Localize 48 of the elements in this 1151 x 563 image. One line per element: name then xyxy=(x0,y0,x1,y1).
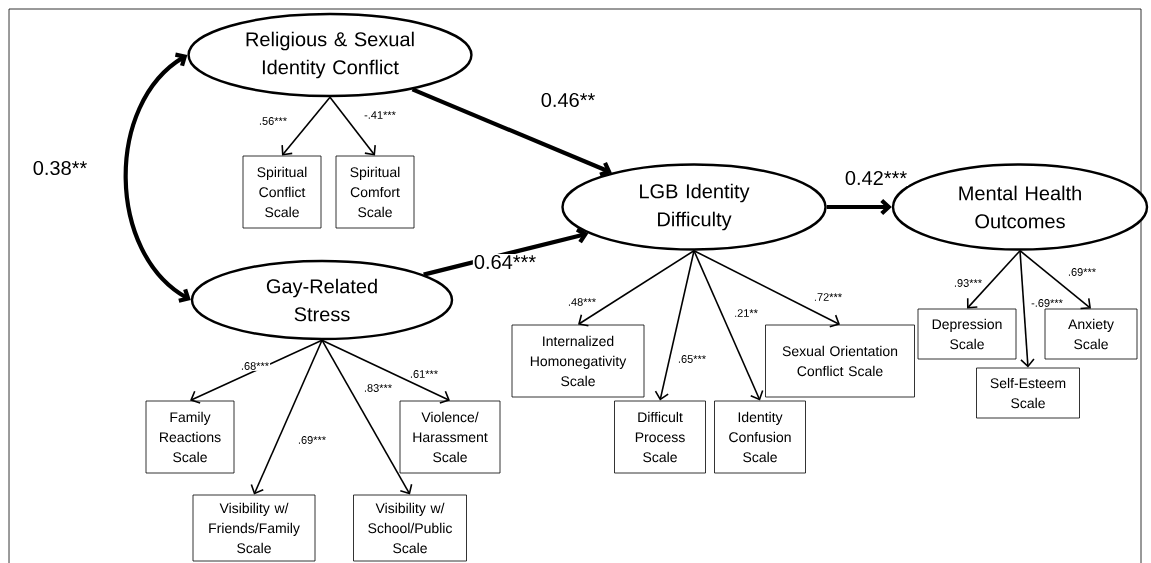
scale-box: Visibility w/ Friends/Family Scale xyxy=(192,494,316,562)
edge-label: .69*** xyxy=(1066,267,1098,277)
loading-arrow xyxy=(693,249,764,401)
scale-box: Spiritual Conflict Scale xyxy=(242,155,322,229)
loading-arrow xyxy=(321,339,413,495)
edge-label: 0.42*** xyxy=(843,169,909,187)
loading-arrow xyxy=(966,249,1021,309)
loading-arrow xyxy=(329,96,376,156)
loading-arrow xyxy=(250,339,323,495)
scale-box: Violence/ Harassment Scale xyxy=(399,400,501,474)
loading-arrow xyxy=(578,249,695,327)
edge-label: .48*** xyxy=(566,297,598,307)
edge-label: .21** xyxy=(733,308,759,318)
edge-label: -.41*** xyxy=(363,110,397,120)
scale-box: Anxiety Scale xyxy=(1044,308,1138,360)
edge-label: .83*** xyxy=(362,383,394,393)
edge-label: -.69*** xyxy=(1030,298,1064,308)
edge-label: .93*** xyxy=(952,278,984,288)
loading-arrow xyxy=(190,339,323,404)
loading-arrow xyxy=(1019,249,1035,368)
loading-arrow xyxy=(321,339,450,404)
edge-label: .56*** xyxy=(257,116,289,126)
edge-label: 0.64*** xyxy=(472,253,538,271)
scale-box: Depression Scale xyxy=(917,308,1017,360)
edge-label: 0.38** xyxy=(31,159,89,177)
path-arrow xyxy=(826,198,892,216)
edge-label: 0.46** xyxy=(539,91,597,109)
edge-label: .72*** xyxy=(812,292,844,302)
scale-box: Family Reactions Scale xyxy=(145,400,235,474)
scale-box: Internalized Homonegativity Scale xyxy=(511,324,645,398)
loading-arrow xyxy=(281,96,331,156)
loading-arrow xyxy=(654,249,695,401)
edge-label: .68*** xyxy=(239,361,271,371)
scale-box: Difficult Process Scale xyxy=(614,400,706,474)
node-label: Mental Health Outcomes xyxy=(959,185,1081,229)
scale-box: Sexual Orientation Conflict Scale xyxy=(765,324,915,398)
edge-label: .69*** xyxy=(296,435,328,445)
loading-arrow xyxy=(1019,249,1091,310)
scale-box: Self-Esteem Scale xyxy=(976,367,1080,419)
scale-box: Spiritual Comfort Scale xyxy=(335,155,415,229)
correlation-arrow xyxy=(123,52,191,303)
scale-box: Visibility w/ School/Public Scale xyxy=(353,494,467,562)
edge-label: .65*** xyxy=(676,354,708,364)
loading-arrow xyxy=(693,249,840,328)
path-arrow xyxy=(411,87,612,177)
edge-label: .61*** xyxy=(408,369,440,379)
path-arrow xyxy=(423,227,589,277)
scale-box: Identity Confusion Scale xyxy=(714,400,806,474)
